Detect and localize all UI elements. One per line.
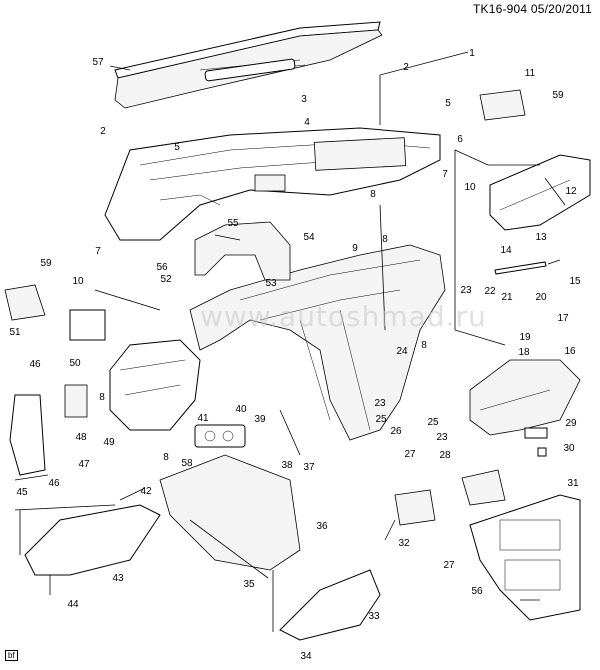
vent-bezel bbox=[69, 309, 106, 341]
callout-label: 32 bbox=[398, 538, 410, 549]
callout-label: 59 bbox=[552, 90, 564, 101]
callout-label: 58 bbox=[181, 458, 193, 469]
callout-label: 5 bbox=[174, 142, 180, 153]
callout-label: 13 bbox=[535, 232, 547, 243]
callout-label: 55 bbox=[227, 218, 239, 229]
callout-label: 34 bbox=[300, 651, 312, 662]
callout-label: 23 bbox=[374, 398, 386, 409]
callout-label: 1 bbox=[469, 48, 475, 59]
callout-label: 19 bbox=[519, 332, 531, 343]
callout-label: 41 bbox=[197, 413, 209, 424]
knee-bolster bbox=[279, 569, 381, 641]
callout-label: 20 bbox=[535, 292, 547, 303]
callout-label: 15 bbox=[569, 276, 581, 287]
callout-label: 40 bbox=[235, 404, 247, 415]
ip-center-frame bbox=[189, 244, 446, 441]
callout-label: 10 bbox=[464, 182, 476, 193]
callout-label: 52 bbox=[160, 274, 172, 285]
watermark-text: www.autoshmad.ru bbox=[200, 300, 487, 333]
callout-label: 46 bbox=[29, 359, 41, 370]
callout-label: 37 bbox=[303, 462, 315, 473]
part-30 bbox=[537, 447, 547, 457]
cluster-hood bbox=[194, 221, 291, 281]
callout-label: 50 bbox=[69, 358, 81, 369]
callout-label: 23 bbox=[460, 285, 472, 296]
callout-label: 18 bbox=[518, 347, 530, 358]
callout-label: 8 bbox=[421, 340, 427, 351]
callout-label: 8 bbox=[99, 392, 105, 403]
callout-label: 21 bbox=[501, 292, 513, 303]
callout-label: 16 bbox=[564, 346, 576, 357]
callout-label: 10 bbox=[72, 276, 84, 287]
callout-label: 9 bbox=[352, 243, 358, 254]
callout-label: 27 bbox=[443, 560, 455, 571]
center-vent-left bbox=[394, 489, 436, 526]
callout-label: 14 bbox=[500, 245, 512, 256]
callout-label: 33 bbox=[368, 611, 380, 622]
callout-label: 47 bbox=[78, 459, 90, 470]
callout-label: 8 bbox=[163, 452, 169, 463]
callout-label: 59 bbox=[40, 258, 52, 269]
callout-label: 28 bbox=[439, 450, 451, 461]
callout-label: 53 bbox=[265, 278, 277, 289]
callout-label: 30 bbox=[563, 443, 575, 454]
ip-left-carrier bbox=[109, 339, 201, 431]
right-trim-panel bbox=[489, 154, 591, 231]
lower-left-trim bbox=[24, 504, 161, 576]
callout-label: 36 bbox=[316, 521, 328, 532]
callout-label: 42 bbox=[140, 486, 152, 497]
callout-label: 24 bbox=[396, 346, 408, 357]
callout-label: 8 bbox=[382, 234, 388, 245]
callout-label: 51 bbox=[9, 327, 21, 338]
callout-label: 45 bbox=[16, 487, 28, 498]
part-29 bbox=[524, 427, 548, 439]
callout-label: 46 bbox=[48, 478, 60, 489]
callout-label: 3 bbox=[301, 94, 307, 105]
callout-label: 26 bbox=[390, 426, 402, 437]
callout-label: 43 bbox=[112, 573, 124, 584]
callout-label: 25 bbox=[375, 414, 387, 425]
callout-label: 56 bbox=[156, 262, 168, 273]
callout-label: 7 bbox=[442, 169, 448, 180]
right-vent bbox=[479, 89, 526, 121]
callout-label: 38 bbox=[281, 460, 293, 471]
callout-label: 57 bbox=[92, 57, 104, 68]
callout-label: 12 bbox=[565, 186, 577, 197]
callout-label: 5 bbox=[445, 98, 451, 109]
callout-label: 6 bbox=[457, 134, 463, 145]
callout-label: 54 bbox=[303, 232, 315, 243]
callout-label: 8 bbox=[370, 189, 376, 200]
callout-label: 2 bbox=[403, 62, 409, 73]
glove-box bbox=[469, 359, 581, 436]
callout-label: 22 bbox=[484, 286, 496, 297]
callout-label: 44 bbox=[67, 599, 79, 610]
center-vent-right bbox=[461, 469, 506, 506]
left-vent bbox=[4, 284, 46, 321]
callout-label: 29 bbox=[565, 418, 577, 429]
callout-label: 48 bbox=[75, 432, 87, 443]
callout-label: 11 bbox=[524, 68, 536, 79]
callout-label: 35 bbox=[243, 579, 255, 590]
callout-label: 7 bbox=[95, 246, 101, 257]
callout-label: 31 bbox=[567, 478, 579, 489]
callout-label: 2 bbox=[100, 126, 106, 137]
callout-label: 27 bbox=[404, 449, 416, 460]
callout-label: 17 bbox=[557, 313, 569, 324]
callout-label: 4 bbox=[304, 117, 310, 128]
callout-label: 56 bbox=[471, 586, 483, 597]
callout-label: 23 bbox=[436, 432, 448, 443]
trim-strip bbox=[494, 261, 547, 275]
corner-tag: bf bbox=[5, 650, 18, 661]
callout-label: 49 bbox=[103, 437, 115, 448]
headlamp-switch bbox=[194, 424, 246, 448]
diagram-id-date: TK16-904 05/20/2011 bbox=[472, 2, 592, 16]
lower-center-trim bbox=[159, 454, 301, 571]
plate bbox=[64, 384, 88, 418]
end-cap bbox=[9, 394, 46, 476]
callout-label: 39 bbox=[254, 414, 266, 425]
center-bezel bbox=[469, 494, 581, 621]
callout-label: 25 bbox=[427, 417, 439, 428]
